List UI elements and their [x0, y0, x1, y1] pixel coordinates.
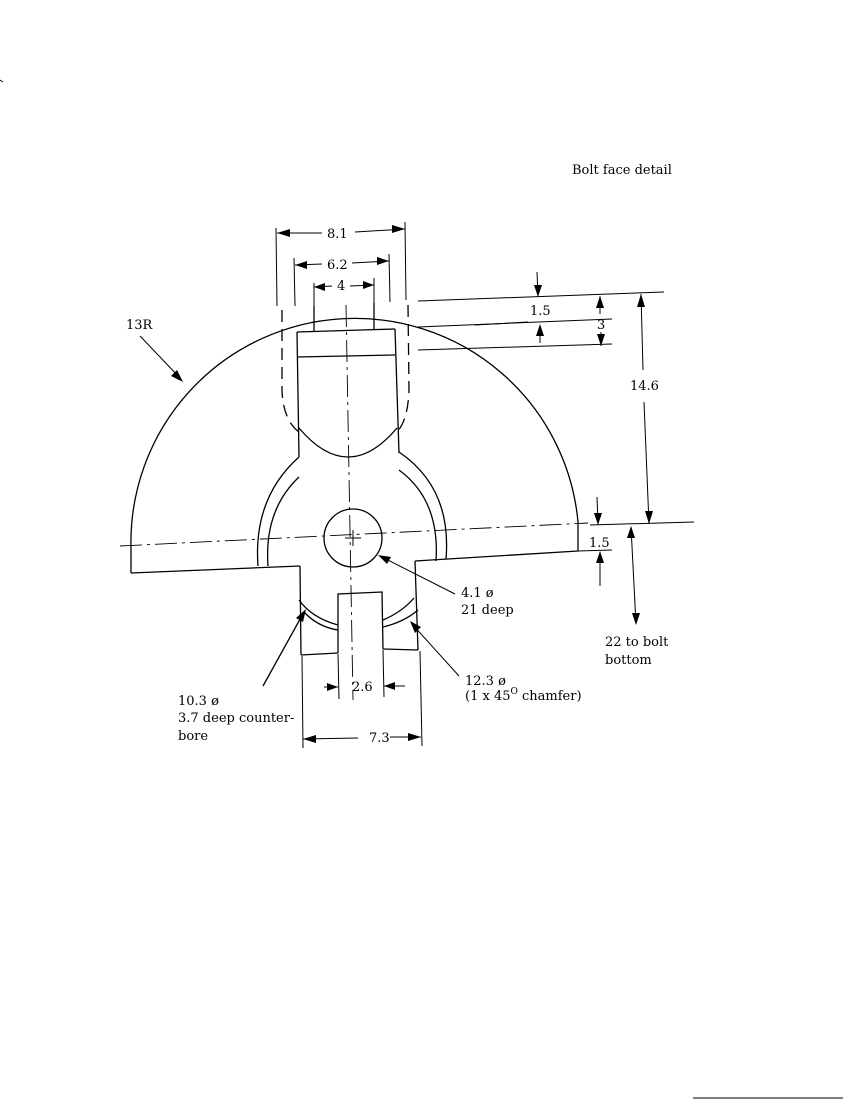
leader-10-3: [262, 611, 305, 687]
slot-right-wall: [394, 328, 400, 454]
callout-10-3-line1: 10.3 ø: [178, 694, 219, 709]
boss-inner-left: [266, 476, 300, 567]
arrow-8-1-right: [392, 225, 405, 233]
arrow-6-2-left: [295, 261, 307, 269]
dim-3: 3: [597, 318, 605, 333]
callout-12-3-line1: 12.3 ø: [465, 674, 506, 689]
arrow-14-6-upper: [637, 294, 645, 307]
callout-4-1-line1: 4.1 ø: [461, 586, 494, 601]
hidden-right: [396, 304, 410, 433]
arrow-2-6-left: [327, 683, 338, 691]
hidden-left: [281, 310, 300, 433]
arrow-8-1-left: [277, 229, 290, 237]
callout-4-1-line2: 21 deep: [461, 603, 514, 618]
outer-arc-13r: [130, 317, 579, 573]
boss-inner-right: [398, 469, 438, 562]
callout-12-3-line2: (1 x 45O chamfer): [465, 687, 582, 704]
arrow-13r: [171, 370, 183, 382]
arrow-1-5-top-upper: [534, 285, 542, 297]
ext-flange-right: [577, 549, 613, 552]
ext-6-2-left: [293, 257, 296, 307]
dim-8-1: 8.1: [327, 227, 348, 242]
slot-top-line-2: [296, 354, 396, 358]
ext-top-face: [417, 291, 665, 302]
counterbore-arc-right-inner: [382, 609, 419, 628]
arrow-7-3-left: [303, 735, 316, 743]
arrow-6-2-right: [377, 257, 389, 265]
arrow-12-3: [410, 621, 421, 633]
ext-8-1-right: [404, 221, 407, 301]
dim-line-22: [630, 526, 637, 625]
dim-6-2: 6.2: [327, 258, 348, 273]
slot-bottom-curve: [298, 427, 398, 458]
arrow-22-down: [632, 613, 640, 625]
counterbore-arc-right-outer: [382, 597, 415, 621]
leader-12-3: [411, 623, 460, 677]
arrow-1-5-bottom-lower: [596, 551, 604, 563]
dim-22-line1: 22 to bolt: [605, 635, 669, 650]
dim-1-5-top: 1.5: [530, 304, 551, 319]
body-bottom-left: [300, 652, 339, 656]
ext-3-level: [417, 343, 613, 351]
callout-10-3-line3: bore: [178, 729, 208, 744]
flange-right: [414, 550, 579, 562]
slot-left-wall: [296, 331, 300, 458]
dim-14-6: 14.6: [630, 379, 659, 394]
ext-2-6-left: [337, 653, 340, 700]
arrow-1-5-bottom-upper: [594, 513, 602, 525]
ext-6-2-right: [388, 253, 391, 303]
dim-7-3: 7.3: [369, 731, 390, 746]
arrow-10-3: [296, 609, 306, 622]
ext-2-6-right: [382, 649, 385, 698]
callout-10-3-line2: 3.7 deep counter-: [178, 711, 294, 726]
dim-4: 4: [337, 279, 345, 294]
leader-13r: [139, 335, 181, 379]
ext-7-3-left: [301, 655, 304, 749]
dim-2-6: 2.6: [352, 680, 373, 695]
arrow-4-1: [378, 555, 391, 564]
drawing-title: Bolt face detail: [572, 163, 672, 178]
arrow-7-3-right: [408, 733, 421, 741]
body-right-side: [414, 560, 419, 651]
dim-1-5-bottom: 1.5: [589, 536, 610, 551]
dim-22-line2: bottom: [605, 653, 652, 668]
vertical-centerline: [345, 304, 354, 701]
slot-outline: [337, 591, 384, 653]
arrow-3-upper: [596, 296, 604, 308]
slot-top-line-1: [296, 328, 396, 333]
body-bottom-right: [382, 648, 419, 651]
dim-line-14-6-lower: [643, 401, 650, 525]
arrow-3-lower: [597, 334, 605, 346]
ext-8-1-left: [275, 227, 278, 307]
arrow-2-6-right: [384, 682, 395, 690]
ext-7-3-right: [419, 650, 423, 747]
leader-4-1: [379, 555, 456, 595]
boss-outer-right: [398, 451, 448, 560]
page-corner-mark: [0, 79, 4, 83]
firing-pin-hole: [323, 508, 383, 568]
boss-outer-left: [256, 456, 300, 567]
leader-1-5-top: [474, 321, 529, 326]
counterbore-arc-left-inner: [303, 611, 339, 631]
counterbore-arc-left-outer: [298, 599, 339, 626]
arrow-22-up: [627, 526, 635, 538]
arrow-14-6-lower: [645, 511, 653, 524]
callout-13r: 13R: [126, 318, 154, 333]
arrow-1-5-top-lower: [536, 324, 544, 336]
horizontal-centerline: [119, 522, 589, 547]
ext-centerline-right: [589, 521, 695, 526]
arrow-4-right: [363, 281, 374, 289]
body-left-side: [299, 565, 302, 656]
arrow-4-left: [314, 283, 325, 291]
flange-left: [130, 565, 301, 574]
